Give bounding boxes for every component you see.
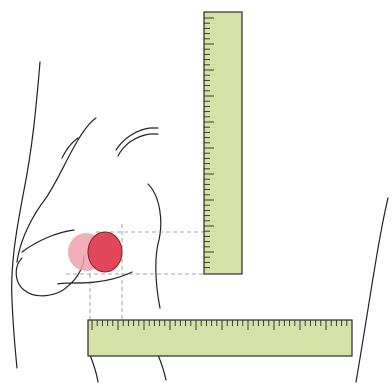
right-body-contour [356, 198, 388, 382]
lesion-primary [88, 232, 122, 272]
lesions [68, 232, 122, 272]
body-left-contour [12, 62, 40, 368]
buttock-contour [148, 184, 161, 308]
hip-contour [116, 128, 158, 150]
vertical-ruler [204, 12, 242, 274]
horizontal-ruler [88, 320, 352, 356]
hip-inner-contour [118, 134, 158, 156]
penis-outline [22, 230, 74, 252]
horizontal-ruler-body [88, 320, 352, 356]
